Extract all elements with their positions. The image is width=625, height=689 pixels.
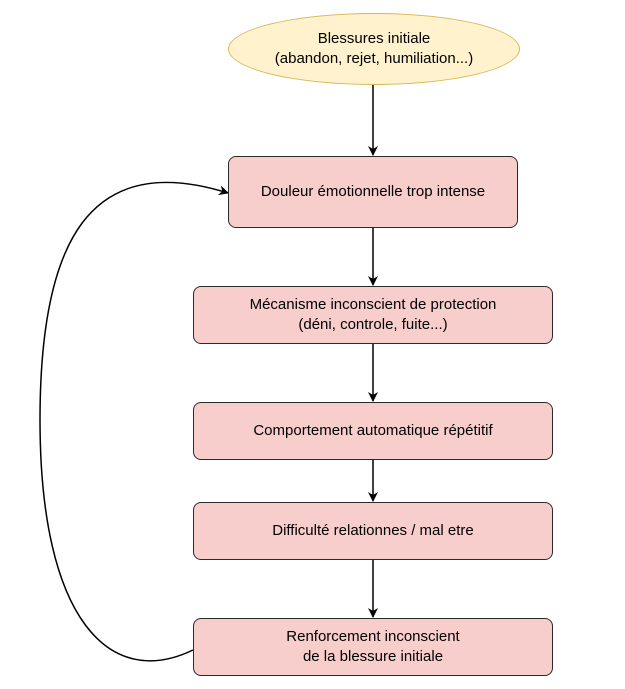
node-difficulte-relationnelle-label: Difficulté relationnes / mal etre <box>272 522 474 539</box>
node-blessures-initiale-subtitle: (abandon, rejet, humiliation...) <box>274 50 474 67</box>
node-blessures-initiale-title: Blessures initiale <box>317 30 431 47</box>
node-mecanisme-protection-title: Mécanisme inconscient de protection <box>249 296 497 313</box>
node-comportement-automatique-label: Comportement automatique répétitif <box>253 422 493 439</box>
node-difficulte-relationnelle: Difficulté relationnes / mal etre <box>193 502 553 560</box>
node-mecanisme-protection: Mécanisme inconscient de protection (dén… <box>193 286 553 344</box>
node-mecanisme-protection-subtitle: (déni, controle, fuite...) <box>298 316 448 333</box>
node-blessures-initiale: Blessures initiale (abandon, rejet, humi… <box>228 13 520 85</box>
edge-renforcement-loop-to-douleur <box>39 181 229 662</box>
node-renforcement-inconscient: Renforcement inconscient de la blessure … <box>193 618 553 676</box>
node-douleur-emotionnelle-label: Douleur émotionnelle trop intense <box>260 183 486 200</box>
node-douleur-emotionnelle: Douleur émotionnelle trop intense <box>228 156 518 228</box>
node-renforcement-inconscient-title: Renforcement inconscient <box>286 628 460 645</box>
node-comportement-automatique: Comportement automatique répétitif <box>193 402 553 460</box>
node-renforcement-inconscient-subtitle: de la blessure initiale <box>302 648 444 665</box>
